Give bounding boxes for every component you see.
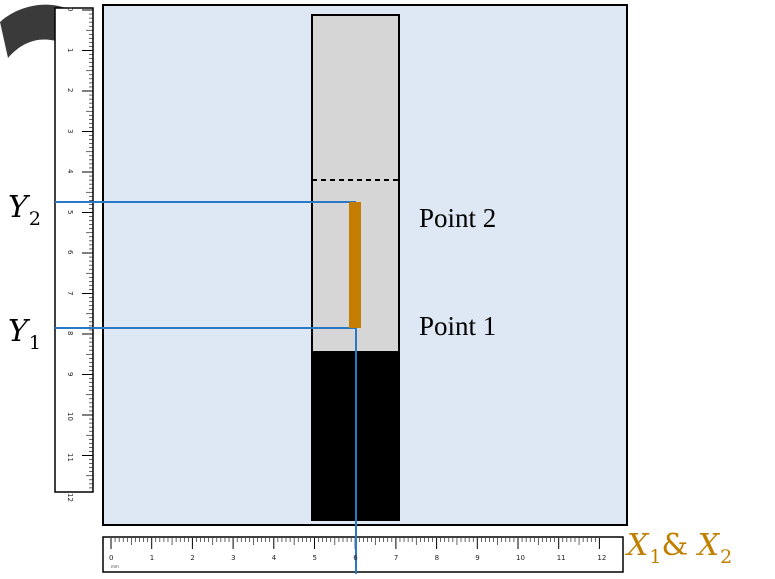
y2-label: Y2 <box>8 190 41 230</box>
vertical-ruler-tick-label: 12 <box>66 493 74 502</box>
horizontal-ruler-tick-label: 1 <box>149 554 155 562</box>
horizontal-ruler-tick-label: 12 <box>597 554 607 562</box>
horizontal-ruler-tick-label: 7 <box>393 554 399 562</box>
vertical-ruler-tick-label: 9 <box>66 371 74 376</box>
horizontal-ruler-tick-label: 10 <box>516 554 525 562</box>
vertical-ruler-tick-label: 3 <box>66 128 74 133</box>
x1-subscript: 1 <box>649 546 662 568</box>
horizontal-ruler-tick-label: 9 <box>475 554 480 562</box>
x-ampersand: & <box>661 528 689 563</box>
vertical-ruler-tick-label: 4 <box>66 169 74 174</box>
horizontal-ruler-tick-label: 6 <box>353 554 358 562</box>
y2-symbol: Y <box>8 190 28 225</box>
horizontal-ruler-tick-label: 3 <box>231 554 236 562</box>
vertical-ruler-tick-label: 8 <box>66 331 74 336</box>
horizontal-ruler-tick-label: 0 <box>109 554 114 562</box>
vertical-ruler-body <box>54 7 94 493</box>
vertical-ruler-tick-label: 10 <box>66 412 74 421</box>
y1-label: Y1 <box>8 314 41 354</box>
ruler-unit-label: mm <box>111 564 119 569</box>
horizontal-ruler-tick-label: 4 <box>271 554 277 562</box>
x1-symbol: X <box>627 528 649 563</box>
vertical-ruler-tick-label: 7 <box>66 290 74 295</box>
vertical-ruler-tick-label: 0 <box>66 7 74 12</box>
x2-subscript: 2 <box>720 546 733 568</box>
horizontal-ruler-tick-label: 5 <box>312 554 317 562</box>
point-2-label: Point 2 <box>419 203 497 233</box>
point-1-label: Point 1 <box>419 311 497 341</box>
measurement-bar <box>349 202 361 328</box>
y1-subscript: 1 <box>28 332 41 354</box>
vertical-ruler <box>54 7 94 493</box>
x-label: X1& X2 <box>627 528 732 568</box>
horizontal-ruler-tick-label: 2 <box>190 554 195 562</box>
horizontal-ruler-body <box>102 536 624 573</box>
horizontal-ruler-tick-label: 8 <box>434 554 440 562</box>
horizontal-ruler-tick-label: 11 <box>556 554 566 562</box>
vertical-ruler-tick-label: 1 <box>66 47 74 52</box>
vertical-ruler-tick-label: 11 <box>66 452 74 462</box>
y1-symbol: Y <box>8 314 28 349</box>
vertical-ruler-tick-label: 5 <box>66 209 74 214</box>
horizontal-ruler <box>102 536 624 573</box>
y2-subscript: 2 <box>28 208 41 230</box>
vertical-ruler-tick-label: 2 <box>66 88 74 93</box>
x2-symbol: X <box>697 528 720 563</box>
hook-icon <box>0 4 70 58</box>
vertical-ruler-tick-label: 6 <box>66 250 74 255</box>
